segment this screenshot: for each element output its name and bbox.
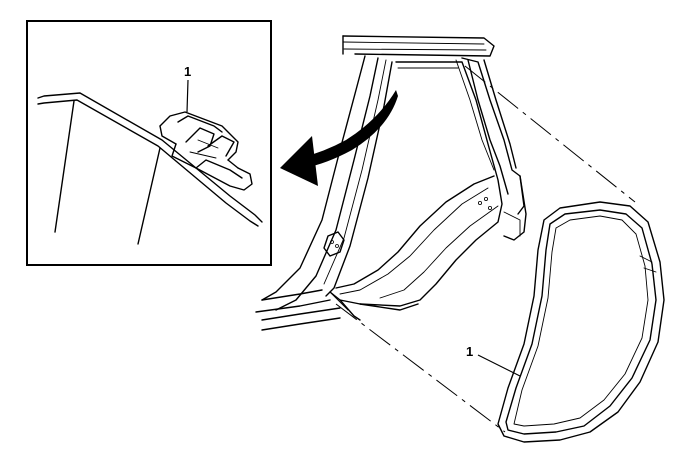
detail-inset <box>26 20 272 266</box>
curved-arrow <box>280 90 398 186</box>
alignment-lines <box>335 65 636 433</box>
body-side-frame <box>255 35 527 331</box>
door-weatherstrip <box>477 201 665 443</box>
weatherstrip-callout-label: 1 <box>466 344 473 359</box>
inset-callout-label: 1 <box>184 64 191 79</box>
